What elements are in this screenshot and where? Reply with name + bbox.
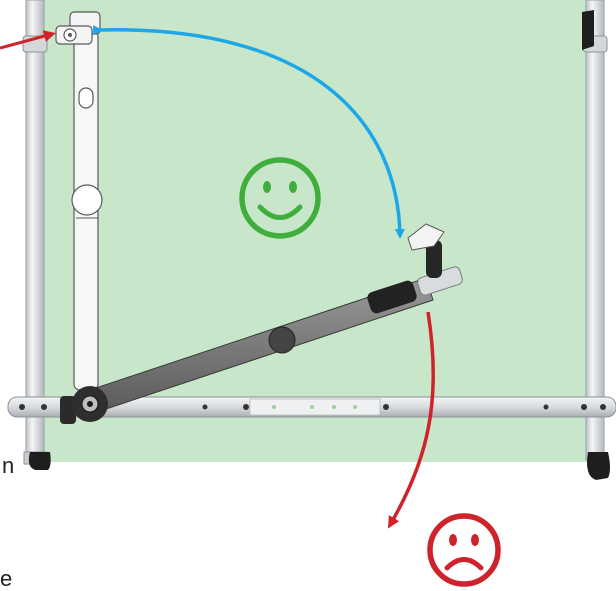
bottom-frame-rail [7,396,616,418]
incoming-red-arrow [0,30,56,50]
edge-text-fragment-1: n [2,453,15,478]
right-top-clamp [582,10,594,50]
smiley-face-icon [239,157,321,239]
left-frame-pole [22,0,48,465]
right-frame-foot [587,452,610,480]
frowning-face-icon [427,513,501,587]
left-frame-foot [28,452,51,470]
edge-text-fragment-2: e [0,566,13,591]
allowed-rotation-arrow [92,25,405,239]
arm-base-joint [60,386,108,424]
disallowed-rotation-arrow [387,311,436,529]
right-frame-pole [582,0,608,461]
